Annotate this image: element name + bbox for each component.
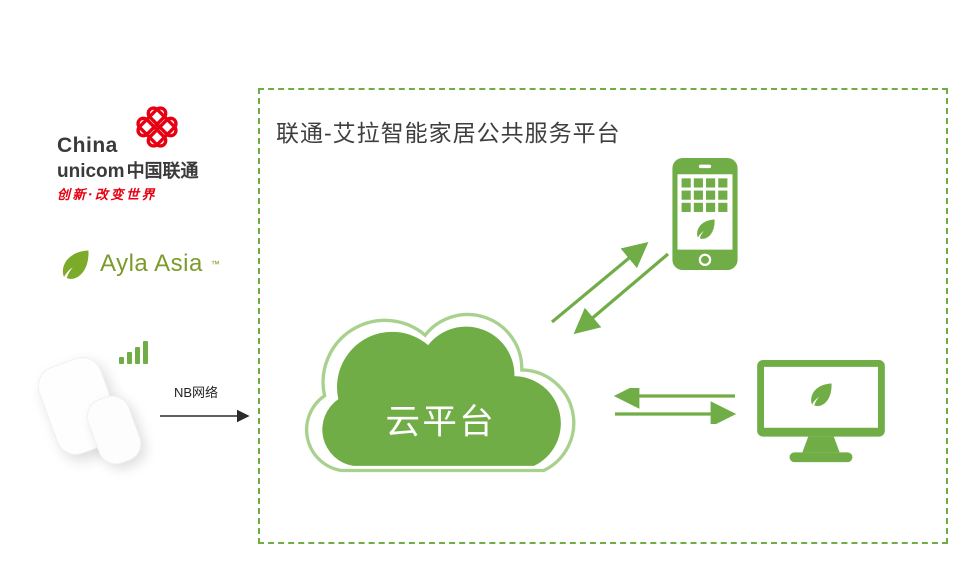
unicom-wordmark-en: unicom	[57, 161, 125, 182]
phone-app-grid	[681, 178, 728, 212]
phone-home-button	[698, 253, 712, 267]
unicom-wordmark-en-top: China	[57, 134, 118, 157]
ayla-trademark: ™	[210, 259, 220, 269]
ayla-leaf-icon	[62, 250, 89, 279]
nb-sensor-device-part	[81, 390, 147, 470]
phone-to-cloud-arrow	[573, 252, 670, 335]
unicom-knot-icon	[136, 106, 178, 148]
cloud-monitor-arrows	[613, 388, 737, 424]
nb-network-label: NB网络	[174, 385, 219, 400]
smartphone-icon	[672, 158, 738, 270]
cloud-platform: 云平台	[304, 312, 576, 473]
platform-title: 联通-艾拉智能家居公共服务平台	[276, 120, 621, 146]
cloud-shape	[322, 326, 561, 466]
cloud-label: 云平台	[386, 404, 496, 442]
monitor-icon	[757, 360, 885, 463]
platform-boundary-box	[258, 88, 948, 544]
ayla-wordmark: Ayla Asia	[100, 250, 203, 277]
signal-bars-icon	[119, 340, 148, 364]
cloud-to-phone-arrow	[550, 241, 649, 324]
unicom-wordmark-cn: 中国联通	[126, 161, 199, 181]
ayla-asia-logo: Ayla Asia ™	[58, 247, 220, 281]
unicom-tagline: 创新·改变世界	[57, 188, 158, 203]
nb-network-arrow	[160, 409, 250, 423]
cloud-phone-arrows	[550, 241, 670, 335]
